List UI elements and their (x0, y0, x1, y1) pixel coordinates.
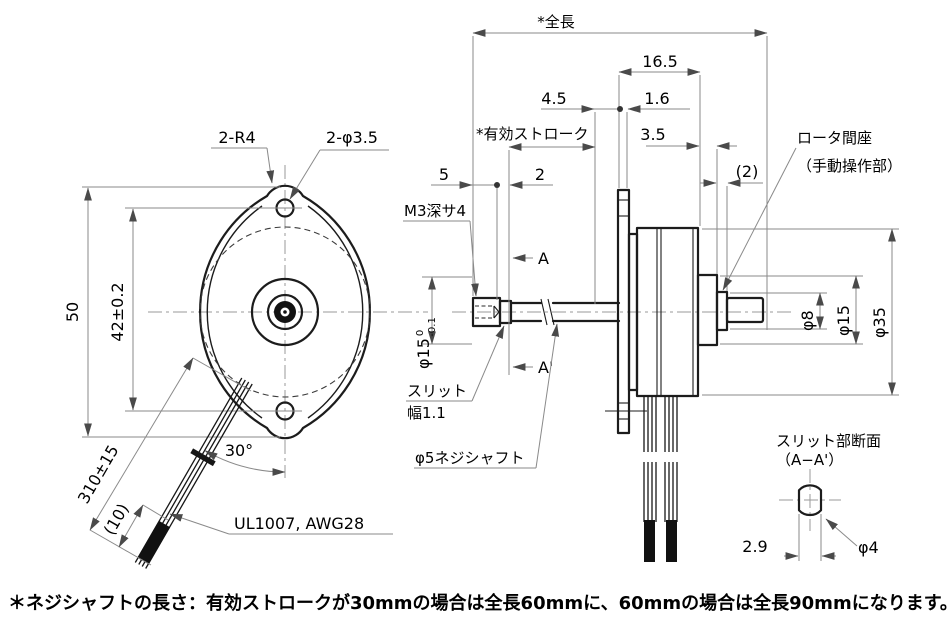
section-title-2: （A−A'） (776, 451, 843, 469)
dia-8-label: φ8 (798, 310, 817, 331)
dim-4-5: 4.5 (541, 89, 623, 113)
dim-hole-pitch-label: 42±0.2 (108, 282, 127, 341)
body-edge-left (206, 205, 263, 419)
dim-cable-angle: 30° (204, 441, 286, 476)
label-lead-spec: UL1007, AWG28 (169, 513, 393, 535)
section-view: スリット部断面 （A−A'） 2.9 φ4 (742, 432, 881, 561)
dim-3-5: 3.5 (640, 125, 737, 150)
dim-3-5-label: 3.5 (640, 125, 665, 144)
center-point (283, 310, 287, 314)
label-slit: スリット 幅1.1 (406, 325, 505, 422)
label-mount-radius: 2-R4 (211, 128, 275, 184)
wire-bundle-right (664, 396, 678, 562)
pilot-tol-lower: -0.1 (427, 317, 438, 337)
dim-16-5: 16.5 (618, 52, 701, 76)
lead-spec-text: UL1007, AWG28 (234, 514, 364, 533)
mount-holes-text: 2-φ3.5 (326, 128, 378, 147)
shaft-rear-end (725, 296, 765, 324)
dim-pilot-dia: φ15 0-0.1 (414, 276, 472, 369)
across-flats-label: 2.9 (742, 537, 767, 556)
dim-4-5-label: 4.5 (541, 89, 566, 108)
section-a-label: A (538, 249, 549, 268)
cable-angle-label: 30° (225, 441, 253, 460)
dim-tip-5: 5 (431, 165, 500, 189)
dim-across-flats: 2.9 (742, 514, 836, 561)
wire-bundle-left (643, 396, 657, 562)
screw-shaft (509, 298, 621, 326)
dim-effective-stroke: *有効ストローク (476, 125, 596, 151)
pilot-dia-value: φ15 (414, 338, 433, 369)
label-screw-shaft: φ5ネジシャフト (414, 323, 560, 469)
dim-dia-35: φ35 (702, 228, 899, 396)
tapped-hole-text: M3深サ4 (404, 202, 466, 220)
dim-slit-2-label: 2 (535, 165, 545, 184)
side-view: *全長 16.5 4.5 1.6 *有効ストローク 3.5 (403, 13, 902, 562)
pilot-boss-circle (250, 277, 320, 347)
dim-height-label: 50 (63, 302, 82, 322)
label-mount-holes: 2-φ3.5 (289, 128, 389, 200)
rotor-spacer-text-1: ロータ間座 (797, 129, 872, 147)
slit-text-1: スリット (407, 382, 467, 400)
slit-text-2: 幅1.1 (407, 404, 446, 422)
dim-tip-5-label: 5 (439, 165, 449, 184)
dim-1-6: 1.6 (627, 89, 690, 113)
label-rotor-spacer: ロータ間座 （手動操作部） (722, 129, 902, 291)
dia-15-label: φ15 (834, 305, 853, 336)
dim-slit-2: 2 (509, 165, 553, 189)
rotor-spacer-text-2: （手動操作部） (797, 157, 902, 175)
overall-length-label: *全長 (537, 13, 575, 31)
effective-stroke-label: *有効ストローク (476, 125, 589, 143)
pilot-tol-upper: 0 (415, 330, 426, 336)
dim-spacer-2-label: (2) (736, 162, 759, 181)
dim-dia-8: φ8 (730, 292, 827, 331)
pilot-dia-label: φ15 0-0.1 (414, 317, 438, 369)
dim-dia-15: φ15 (720, 275, 863, 345)
dim-spacer-2: (2) (700, 162, 763, 187)
dim-1-6-label: 1.6 (644, 89, 669, 108)
section-dia-text: φ4 (858, 538, 879, 557)
slit-collar (498, 299, 513, 325)
dim-overall-length: *全長 (472, 13, 768, 37)
section-marker-a: A (512, 249, 549, 268)
side-lead-wires (643, 396, 678, 562)
hidden-body-circle (199, 226, 371, 398)
label-section-dia: φ4 (825, 518, 879, 557)
body-edge-right (307, 205, 364, 419)
dim-16-5-label: 16.5 (642, 52, 678, 71)
spacer-circle (266, 293, 304, 331)
label-tapped-hole: M3深サ4 (403, 202, 479, 297)
footnote: ＊ネジシャフトの長さ：有効ストロークが30mmの場合は全長60mmに、60mmの… (8, 592, 952, 614)
tapped-hole-hidden (475, 305, 500, 319)
dia-35-label: φ35 (870, 307, 889, 338)
screw-shaft-text: φ5ネジシャフト (415, 449, 524, 467)
section-title-1: スリット部断面 (776, 432, 881, 450)
slit-section-shape (797, 484, 823, 517)
mount-radius-text: 2-R4 (218, 128, 255, 147)
extension-lines (472, 36, 768, 375)
